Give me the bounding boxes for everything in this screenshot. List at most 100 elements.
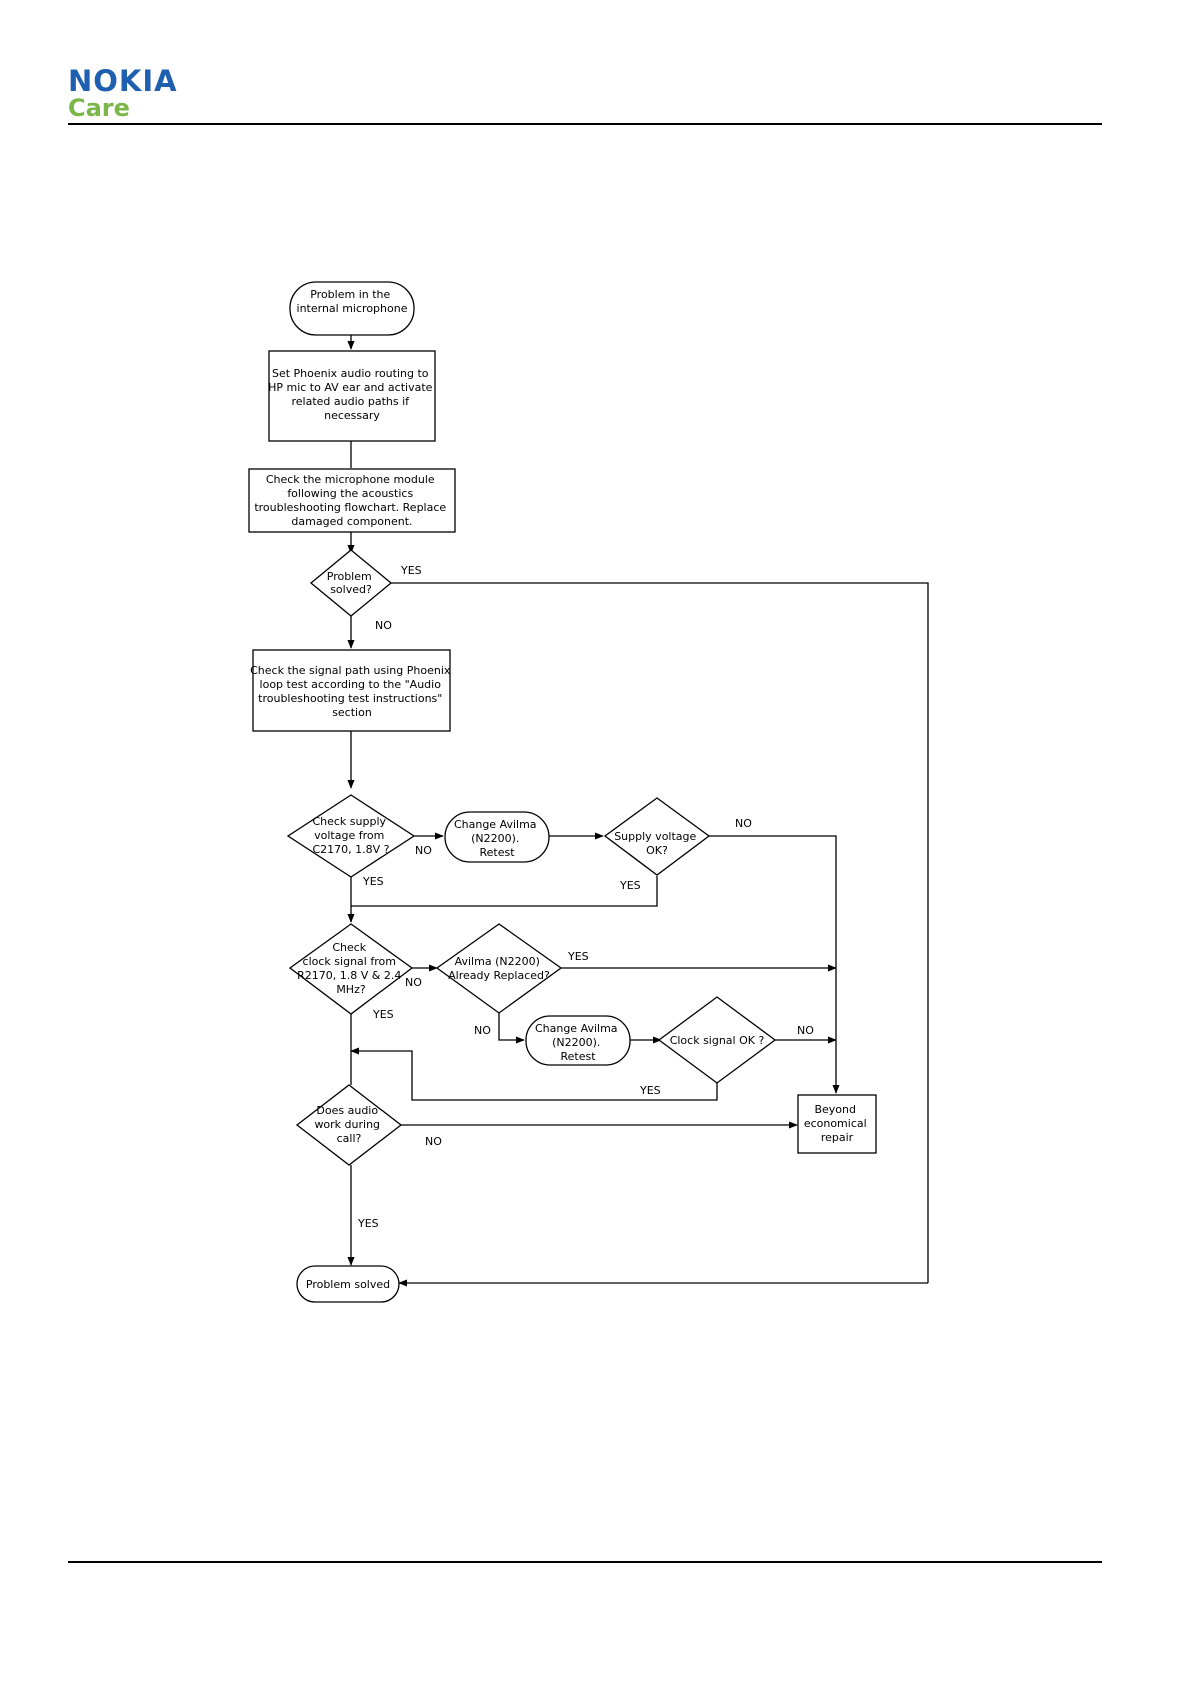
change-avilma-1-box xyxy=(444,811,550,863)
label-supplyok-yes: YES xyxy=(619,879,641,892)
node-check-clock-decision: Check clock signal from R2170, 1.8 V & 2… xyxy=(288,923,414,1015)
check-clock-line-2: clock signal from xyxy=(303,955,396,968)
label-audio-yes: YES xyxy=(357,1217,379,1230)
check-clock-line-3: R2170, 1.8 V & 2.4 xyxy=(297,969,401,982)
audio-call-line-1: Does audio xyxy=(316,1104,378,1117)
arrow-supplyok-no xyxy=(709,835,840,1094)
supply-ok-line-1: Supply voltage xyxy=(614,830,696,843)
label-solved-no: NO xyxy=(375,619,392,632)
supply-ok-diamond xyxy=(603,797,711,876)
svg-text:Change Avilma (N2200).: Change Avilma (N2200). Retest xyxy=(535,1022,621,1063)
header-rule xyxy=(68,123,1102,125)
node-beyond-repair: Beyond economical repair xyxy=(797,1094,877,1154)
svg-text:Set Phoenix audio routing to: Set Phoenix audio routing to HP mic to A… xyxy=(268,367,436,422)
audio-call-line-3: call? xyxy=(337,1132,362,1145)
avilma-replaced-diamond xyxy=(435,923,563,1014)
svg-text:Problem in the internal: Problem in the internal microphone xyxy=(297,288,408,315)
change-avilma-2-box xyxy=(525,1015,631,1066)
check-mic-line-2: following the acoustics xyxy=(287,487,413,500)
avilma-replaced-line-1: Avilma (N2200) xyxy=(455,955,540,968)
beyond-repair-line-1: Beyond xyxy=(814,1103,856,1116)
check-clock-line-4: MHz? xyxy=(336,983,366,996)
svg-text:Check clock signal from: Check clock signal from R2170, 1.8 V & 2… xyxy=(297,941,405,996)
label-clock-yes: YES xyxy=(372,1008,394,1021)
change-avilma-2-line-2: (N2200). xyxy=(552,1036,600,1049)
line-supplyok-yes xyxy=(351,876,658,907)
check-supply-line-3: C2170, 1.8V ? xyxy=(312,843,389,856)
clock-ok-line-1: Clock signal OK ? xyxy=(670,1034,765,1047)
change-avilma-2-line-1: Change Avilma xyxy=(535,1022,618,1035)
svg-text:Change Avilma (N2200).: Change Avilma (N2200). Retest xyxy=(454,818,540,859)
svg-text:Supply voltage OK?: Supply voltage OK? xyxy=(614,830,700,857)
label-supply-yes: YES xyxy=(362,875,384,888)
start-line-2: internal microphone xyxy=(297,302,408,315)
check-mic-line-4: damaged component. xyxy=(291,515,412,528)
svg-text:Problem solved: Problem solved xyxy=(306,1278,390,1291)
check-mic-box xyxy=(248,468,456,533)
check-supply-line-2: voltage from xyxy=(314,829,384,842)
check-signal-line-4: section xyxy=(332,706,372,719)
change-avilma-1-line-2: (N2200). xyxy=(471,832,519,845)
svg-text:Check the signal path using Ph: Check the signal path using Phoenix loop… xyxy=(250,664,454,719)
node-start: Problem in the internal microphone xyxy=(289,281,415,336)
label-clockok-no: NO xyxy=(797,1024,814,1037)
svg-text:Does audio work during: Does audio work during call? xyxy=(314,1104,383,1145)
flow-connectors xyxy=(347,320,929,1287)
svg-text:Clock signal OK ?: Clock signal OK ? xyxy=(670,1034,765,1047)
change-avilma-1-line-3: Retest xyxy=(479,846,515,859)
change-avilma-1-line-1: Change Avilma xyxy=(454,818,537,831)
svg-text:Check the microphone module: Check the microphone module following th… xyxy=(254,473,449,528)
set-routing-line-3: related audio paths if xyxy=(291,395,410,408)
node-clock-ok-decision: Clock signal OK ? xyxy=(657,996,777,1084)
problem-solved-q-line-1: Problem xyxy=(327,570,372,583)
node-change-avilma-1: Change Avilma (N2200). Retest xyxy=(444,811,550,863)
node-problem-solved-decision: Problem solved? xyxy=(309,549,393,617)
arrow-clockok-yes xyxy=(350,1047,718,1101)
node-set-routing: Set Phoenix audio routing to HP mic to A… xyxy=(268,350,436,442)
set-routing-line-4: necessary xyxy=(324,409,380,422)
beyond-repair-line-2: economical xyxy=(804,1117,867,1130)
set-routing-line-2: HP mic to AV ear and activate xyxy=(268,381,433,394)
beyond-repair-box xyxy=(797,1094,877,1154)
end-line-1: Problem solved xyxy=(306,1278,390,1291)
label-replaced-yes: YES xyxy=(567,950,589,963)
check-mic-line-1: Check the microphone module xyxy=(266,473,435,486)
node-change-avilma-2: Change Avilma (N2200). Retest xyxy=(525,1015,631,1066)
node-check-mic: Check the microphone module following th… xyxy=(248,468,456,533)
check-signal-line-1: Check the signal path using Phoenix xyxy=(250,664,451,677)
label-solved-yes: YES xyxy=(400,564,422,577)
arrow-replaced-no xyxy=(498,1013,525,1044)
check-mic-line-3: troubleshooting flowchart. Replace xyxy=(254,501,446,514)
branch-labels: YES NO NO NO YES YES NO YES NO NO YES YE… xyxy=(357,564,814,1230)
audio-call-diamond xyxy=(295,1084,403,1166)
check-signal-line-3: troubleshooting test instructions" xyxy=(258,692,442,705)
check-supply-diamond xyxy=(286,794,416,878)
node-check-supply-decision: Check supply voltage from C2170, 1.8V ? xyxy=(286,794,416,878)
line-solved-yes xyxy=(391,582,929,1283)
check-signal-box xyxy=(252,649,451,732)
set-routing-line-1: Set Phoenix audio routing to xyxy=(272,367,429,380)
label-replaced-no: NO xyxy=(474,1024,491,1037)
node-avilma-replaced-decision: Avilma (N2200) Already Replaced? xyxy=(435,923,563,1014)
svg-text:Check supply voltage fro: Check supply voltage from C2170, 1.8V ? xyxy=(312,815,389,856)
set-routing-box xyxy=(268,350,436,442)
node-end: Problem solved xyxy=(296,1265,400,1303)
check-supply-line-1: Check supply xyxy=(312,815,386,828)
label-clockok-yes: YES xyxy=(639,1084,661,1097)
change-avilma-2-line-3: Retest xyxy=(560,1050,596,1063)
node-check-signal: Check the signal path using Phoenix loop… xyxy=(250,649,454,732)
start-line-1: Problem in the xyxy=(310,288,390,301)
svg-text:Avilma (N2200) Already R: Avilma (N2200) Already Replaced? xyxy=(448,955,550,982)
brand-name: NOKIA xyxy=(68,64,178,98)
end-terminator xyxy=(296,1265,400,1303)
footer-rule xyxy=(68,1561,1102,1563)
nokia-care-logo: NOKIA Care xyxy=(68,66,178,121)
problem-solved-q-line-2: solved? xyxy=(330,583,372,596)
brand-subtitle: Care xyxy=(68,94,130,122)
clock-ok-diamond xyxy=(657,996,777,1084)
problem-solved-diamond xyxy=(309,549,393,617)
label-clock-no: NO xyxy=(405,976,422,989)
svg-text:Problem solved?: Problem solved? xyxy=(327,570,375,596)
check-signal-line-2: loop test according to the "Audio xyxy=(260,678,442,691)
